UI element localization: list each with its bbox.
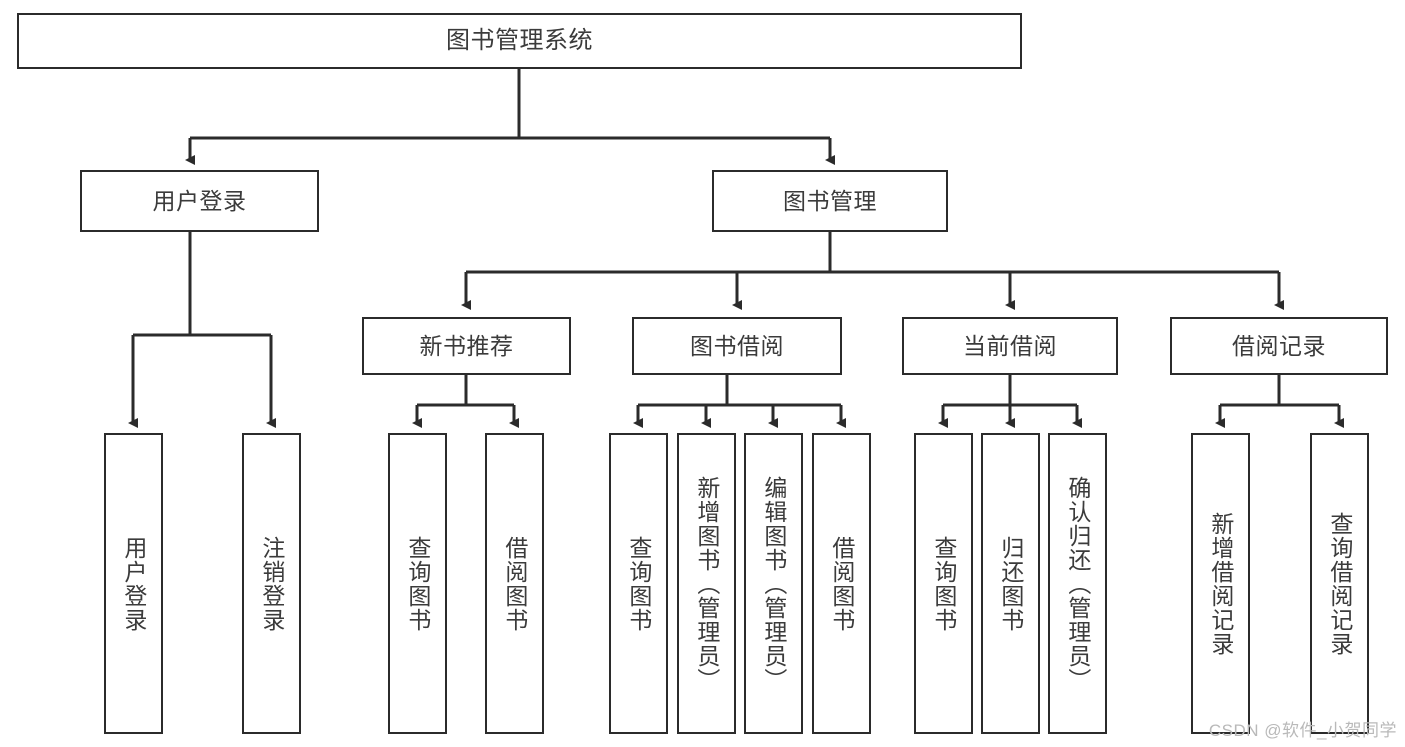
- node-label: 归还图书: [997, 535, 1024, 632]
- watermark-text: CSDN @软件_小贺同学: [1208, 721, 1397, 740]
- node-label: 借阅图书: [501, 535, 528, 632]
- leaf-user-login-login[interactable]: 用户登录: [104, 433, 163, 734]
- node-label: 新书推荐: [419, 332, 514, 359]
- node-label: 新增图书（管理员）: [693, 475, 720, 692]
- node-new-book-recommend[interactable]: 新书推荐: [362, 317, 571, 375]
- node-book-management[interactable]: 图书管理: [712, 170, 948, 232]
- node-label: 确认归还（管理员）: [1064, 475, 1091, 692]
- leaf-new-book-query[interactable]: 查询图书: [388, 433, 447, 734]
- node-label: 用户登录: [152, 187, 247, 214]
- node-label: 图书管理系统: [446, 27, 593, 55]
- node-borrow-record[interactable]: 借阅记录: [1170, 317, 1388, 375]
- leaf-current-borrow-query[interactable]: 查询图书: [914, 433, 973, 734]
- leaf-book-borrow-edit[interactable]: 编辑图书（管理员）: [744, 433, 803, 734]
- leaf-book-borrow-add[interactable]: 新增图书（管理员）: [677, 433, 736, 734]
- leaf-current-borrow-confirm-return[interactable]: 确认归还（管理员）: [1048, 433, 1107, 734]
- node-label: 查询图书: [404, 535, 431, 632]
- leaf-borrow-record-add[interactable]: 新增借阅记录: [1191, 433, 1250, 734]
- node-label: 图书管理: [783, 187, 877, 214]
- node-label: 查询图书: [930, 535, 957, 632]
- leaf-current-borrow-return[interactable]: 归还图书: [981, 433, 1040, 734]
- node-label: 图书借阅: [690, 332, 784, 359]
- node-label: 注销登录: [258, 535, 285, 632]
- node-label: 当前借阅: [963, 332, 1057, 359]
- leaf-user-login-logout[interactable]: 注销登录: [242, 433, 301, 734]
- node-label: 查询图书: [625, 535, 652, 632]
- leaf-borrow-record-query[interactable]: 查询借阅记录: [1310, 433, 1369, 734]
- node-user-login[interactable]: 用户登录: [80, 170, 319, 232]
- node-label: 编辑图书（管理员）: [760, 475, 787, 692]
- node-book-borrow[interactable]: 图书借阅: [632, 317, 842, 375]
- node-label: 查询借阅记录: [1326, 511, 1353, 656]
- node-label: 用户登录: [120, 535, 147, 632]
- leaf-new-book-borrow[interactable]: 借阅图书: [485, 433, 544, 734]
- leaf-book-borrow-borrow[interactable]: 借阅图书: [812, 433, 871, 734]
- node-current-borrow[interactable]: 当前借阅: [902, 317, 1118, 375]
- leaf-book-borrow-query[interactable]: 查询图书: [609, 433, 668, 734]
- node-root-system[interactable]: 图书管理系统: [17, 13, 1022, 69]
- node-label: 新增借阅记录: [1207, 511, 1234, 656]
- node-label: 借阅图书: [828, 535, 855, 632]
- node-label: 借阅记录: [1232, 332, 1326, 359]
